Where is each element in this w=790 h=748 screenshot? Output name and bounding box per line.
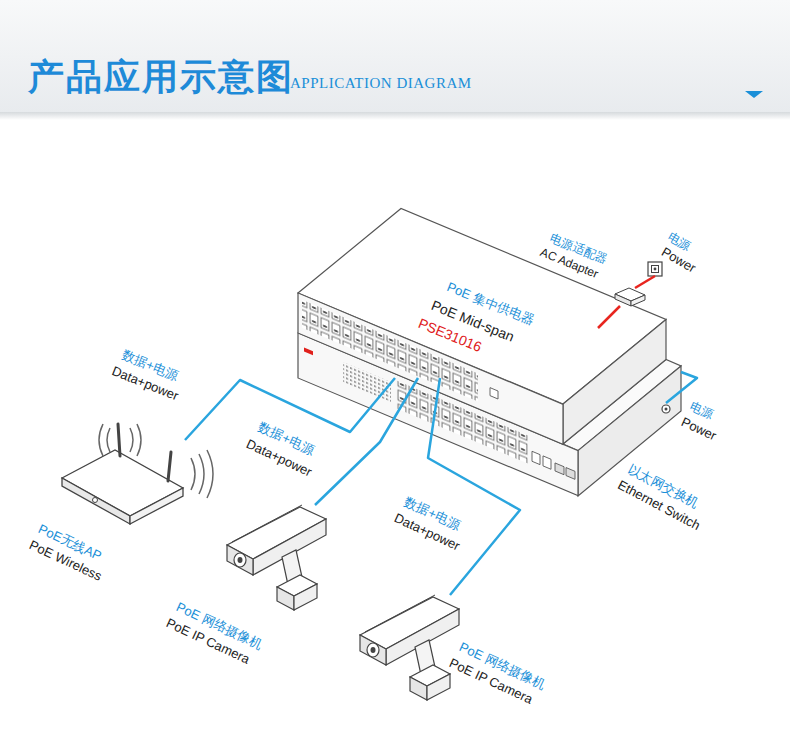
- camera-box: PoE 网络摄像机PoE IP Camera: [355, 595, 465, 700]
- page-title: 产品应用示意图: [28, 56, 294, 97]
- camera-box: PoE 网络摄像机PoE IP Camera: [222, 505, 332, 610]
- ap-box: PoE无线APPoE Wireless: [60, 425, 185, 520]
- outlet-box: 电源Power: [648, 262, 662, 276]
- cable: [185, 378, 395, 440]
- header-shadow: [0, 112, 790, 120]
- subtitle: APPLICATION DIAGRAM: [290, 75, 472, 92]
- ip-camera: [360, 595, 459, 700]
- adapter-box: 电源适配器AC Adapter: [615, 288, 645, 306]
- switch-box: 以太网交换机Ethernet Switch: [298, 333, 681, 496]
- power-outlet: [648, 262, 662, 276]
- cable: [635, 276, 655, 288]
- ac-adapter: [615, 288, 645, 306]
- power-plug: [662, 405, 670, 413]
- cable: [428, 378, 520, 595]
- header-band: [0, 0, 790, 112]
- cable: [666, 372, 697, 403]
- wireless-ap: [62, 424, 213, 524]
- header-arrow: [745, 91, 763, 98]
- ip-camera: [227, 505, 326, 610]
- cable: [598, 306, 620, 328]
- cable: [315, 378, 418, 505]
- poe-midspan: [298, 209, 666, 445]
- node-label: Power: [679, 415, 719, 444]
- plug-box: 电源Power: [660, 403, 672, 415]
